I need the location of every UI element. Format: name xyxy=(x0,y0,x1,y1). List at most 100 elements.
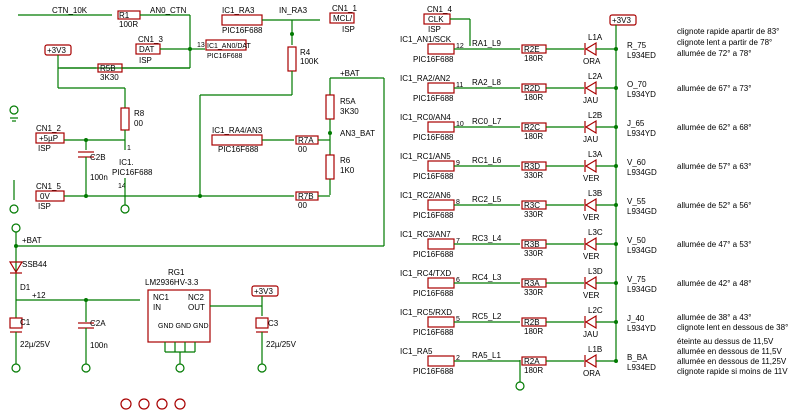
behavior-note: clignote lent en dessous de 38° xyxy=(677,323,788,332)
resistor-r8 xyxy=(120,107,130,131)
clk-label: CLK xyxy=(428,15,444,24)
resistor-ref: R2C xyxy=(524,123,540,132)
led-net: V_50 xyxy=(627,236,646,245)
pin-number: 11 xyxy=(456,82,463,89)
led-net: V_75 xyxy=(627,275,646,284)
ic-pin-label: IC1_RA5 xyxy=(400,347,433,356)
r8-label: R8 xyxy=(134,109,145,118)
led-color: JAU xyxy=(583,330,598,339)
led-diode xyxy=(584,275,597,291)
resistor-value: 180R xyxy=(524,93,543,102)
led-part: L934YD xyxy=(627,129,656,138)
behavior-note: allumée de 72° a 78° xyxy=(677,49,751,58)
zero-v-label: 0V xyxy=(40,192,50,201)
behavior-note: éteinte au dessus de 11,5V xyxy=(677,337,774,346)
out-label: OUT xyxy=(188,303,205,312)
ic1-ra4-label: IC1_RA4/AN3 xyxy=(212,126,263,135)
ic-pin-label: IC1_RC1/AN5 xyxy=(400,152,451,161)
r5b-label: R5B xyxy=(100,64,116,73)
net-name: RC3_L4 xyxy=(472,234,502,243)
clk-isp-connector: CN1_4 CLK ISP +3V3 xyxy=(423,5,637,360)
behavior-note: clignote lent a partir de 78° xyxy=(677,38,772,47)
led-ref: L1A xyxy=(588,33,603,42)
resistor-value: 330R xyxy=(524,210,543,219)
resistor-r6 xyxy=(325,154,335,180)
cn1-4-label: CN1_4 xyxy=(427,5,452,14)
pic-label: PIC16F688 xyxy=(413,94,454,103)
led-color: ORA xyxy=(583,57,601,66)
resistor-ref: R2D xyxy=(524,84,540,93)
net-ctn-10k: CTN_10K xyxy=(52,6,88,15)
resistor-value: 330R xyxy=(524,249,543,258)
led-diode xyxy=(584,119,597,135)
pin1-label: 1 xyxy=(127,145,131,152)
resistor-value: 330R xyxy=(524,171,543,180)
c2b-label: C2B xyxy=(90,153,106,162)
pic-label: PIC16F688 xyxy=(413,55,454,64)
led-net: B_BA xyxy=(627,353,648,362)
r5a-label: R5A xyxy=(340,97,356,106)
led-net: J_65 xyxy=(627,119,645,128)
net-name: RA2_L8 xyxy=(472,78,501,87)
gnds-label: GND GND GND xyxy=(158,323,209,330)
c3-value: 22µ/25V xyxy=(266,340,297,349)
nc2-label: NC2 xyxy=(188,293,205,302)
plus12-label: +12 xyxy=(32,291,46,300)
led-ref: L2A xyxy=(588,72,603,81)
resistor-r5a xyxy=(325,94,335,120)
led-diode xyxy=(584,158,597,174)
led-part: L934GD xyxy=(627,168,657,177)
led-net: V_55 xyxy=(627,197,646,206)
in-label: IN xyxy=(153,303,161,312)
port-symbol xyxy=(427,277,455,289)
pin-number: 2 xyxy=(456,355,460,362)
port-symbol xyxy=(427,121,455,133)
battery-input-section: +BAT SSB44 D1 +12 C1 22µ/25V C2A 100n xyxy=(8,223,384,373)
pic-label: PIC16F688 xyxy=(413,172,454,181)
c2a-label: C2A xyxy=(90,319,106,328)
led-ref: L3A xyxy=(588,150,603,159)
net-name: RC2_L5 xyxy=(472,195,502,204)
pic-an0-label: PIC16F688 xyxy=(207,53,243,60)
behavior-note: allumée de 67° a 73° xyxy=(677,84,751,93)
dat-label: DAT xyxy=(139,45,155,54)
diode-d1 xyxy=(8,261,24,274)
behavior-note: allumée de 57° a 63° xyxy=(677,162,751,171)
net-name: RC0_L7 xyxy=(472,117,502,126)
c1-label: C1 xyxy=(20,318,31,327)
pin-number: 8 xyxy=(456,199,460,206)
behavior-note: allumée de 47° a 53° xyxy=(677,240,751,249)
behavior-note: clignote rapide apartir de 83° xyxy=(677,27,779,36)
pin-number: 9 xyxy=(456,160,460,167)
pin13-label: 13 xyxy=(197,42,205,49)
ic-pin-label: IC1_RC4/TXD xyxy=(400,269,451,278)
r7b-value: 00 xyxy=(298,201,307,210)
pin14-label: 14 xyxy=(118,183,126,190)
ic-pin-label: IC1_RC2/AN6 xyxy=(400,191,451,200)
led-part: L934ED xyxy=(627,51,656,60)
r6-label: R6 xyxy=(340,156,351,165)
supply-3v3-left: +3V3 xyxy=(44,44,125,89)
pin-number: 5 xyxy=(456,316,460,323)
pic-ra3-label: PIC16F688 xyxy=(222,26,263,35)
led-diode xyxy=(584,236,597,252)
resistor-ref: R2A xyxy=(524,357,540,366)
port-symbol xyxy=(427,355,455,367)
r6-value: 1K0 xyxy=(340,166,355,175)
ic-pin-label: IC1_RC5/RXD xyxy=(400,308,452,317)
led-color: VER xyxy=(583,291,600,300)
r4-value: 100K xyxy=(300,57,319,66)
port-symbol xyxy=(427,82,455,94)
d1-label: D1 xyxy=(20,283,31,292)
resistor-value: 180R xyxy=(524,54,543,63)
port-symbol xyxy=(427,238,455,250)
led-diode xyxy=(584,197,597,213)
behavior-note: allumée de 52° a 56° xyxy=(677,201,751,210)
zero-v-net: CN1_5 0V ISP R7B 00 xyxy=(35,182,330,211)
led-ref: L3C xyxy=(588,228,603,237)
